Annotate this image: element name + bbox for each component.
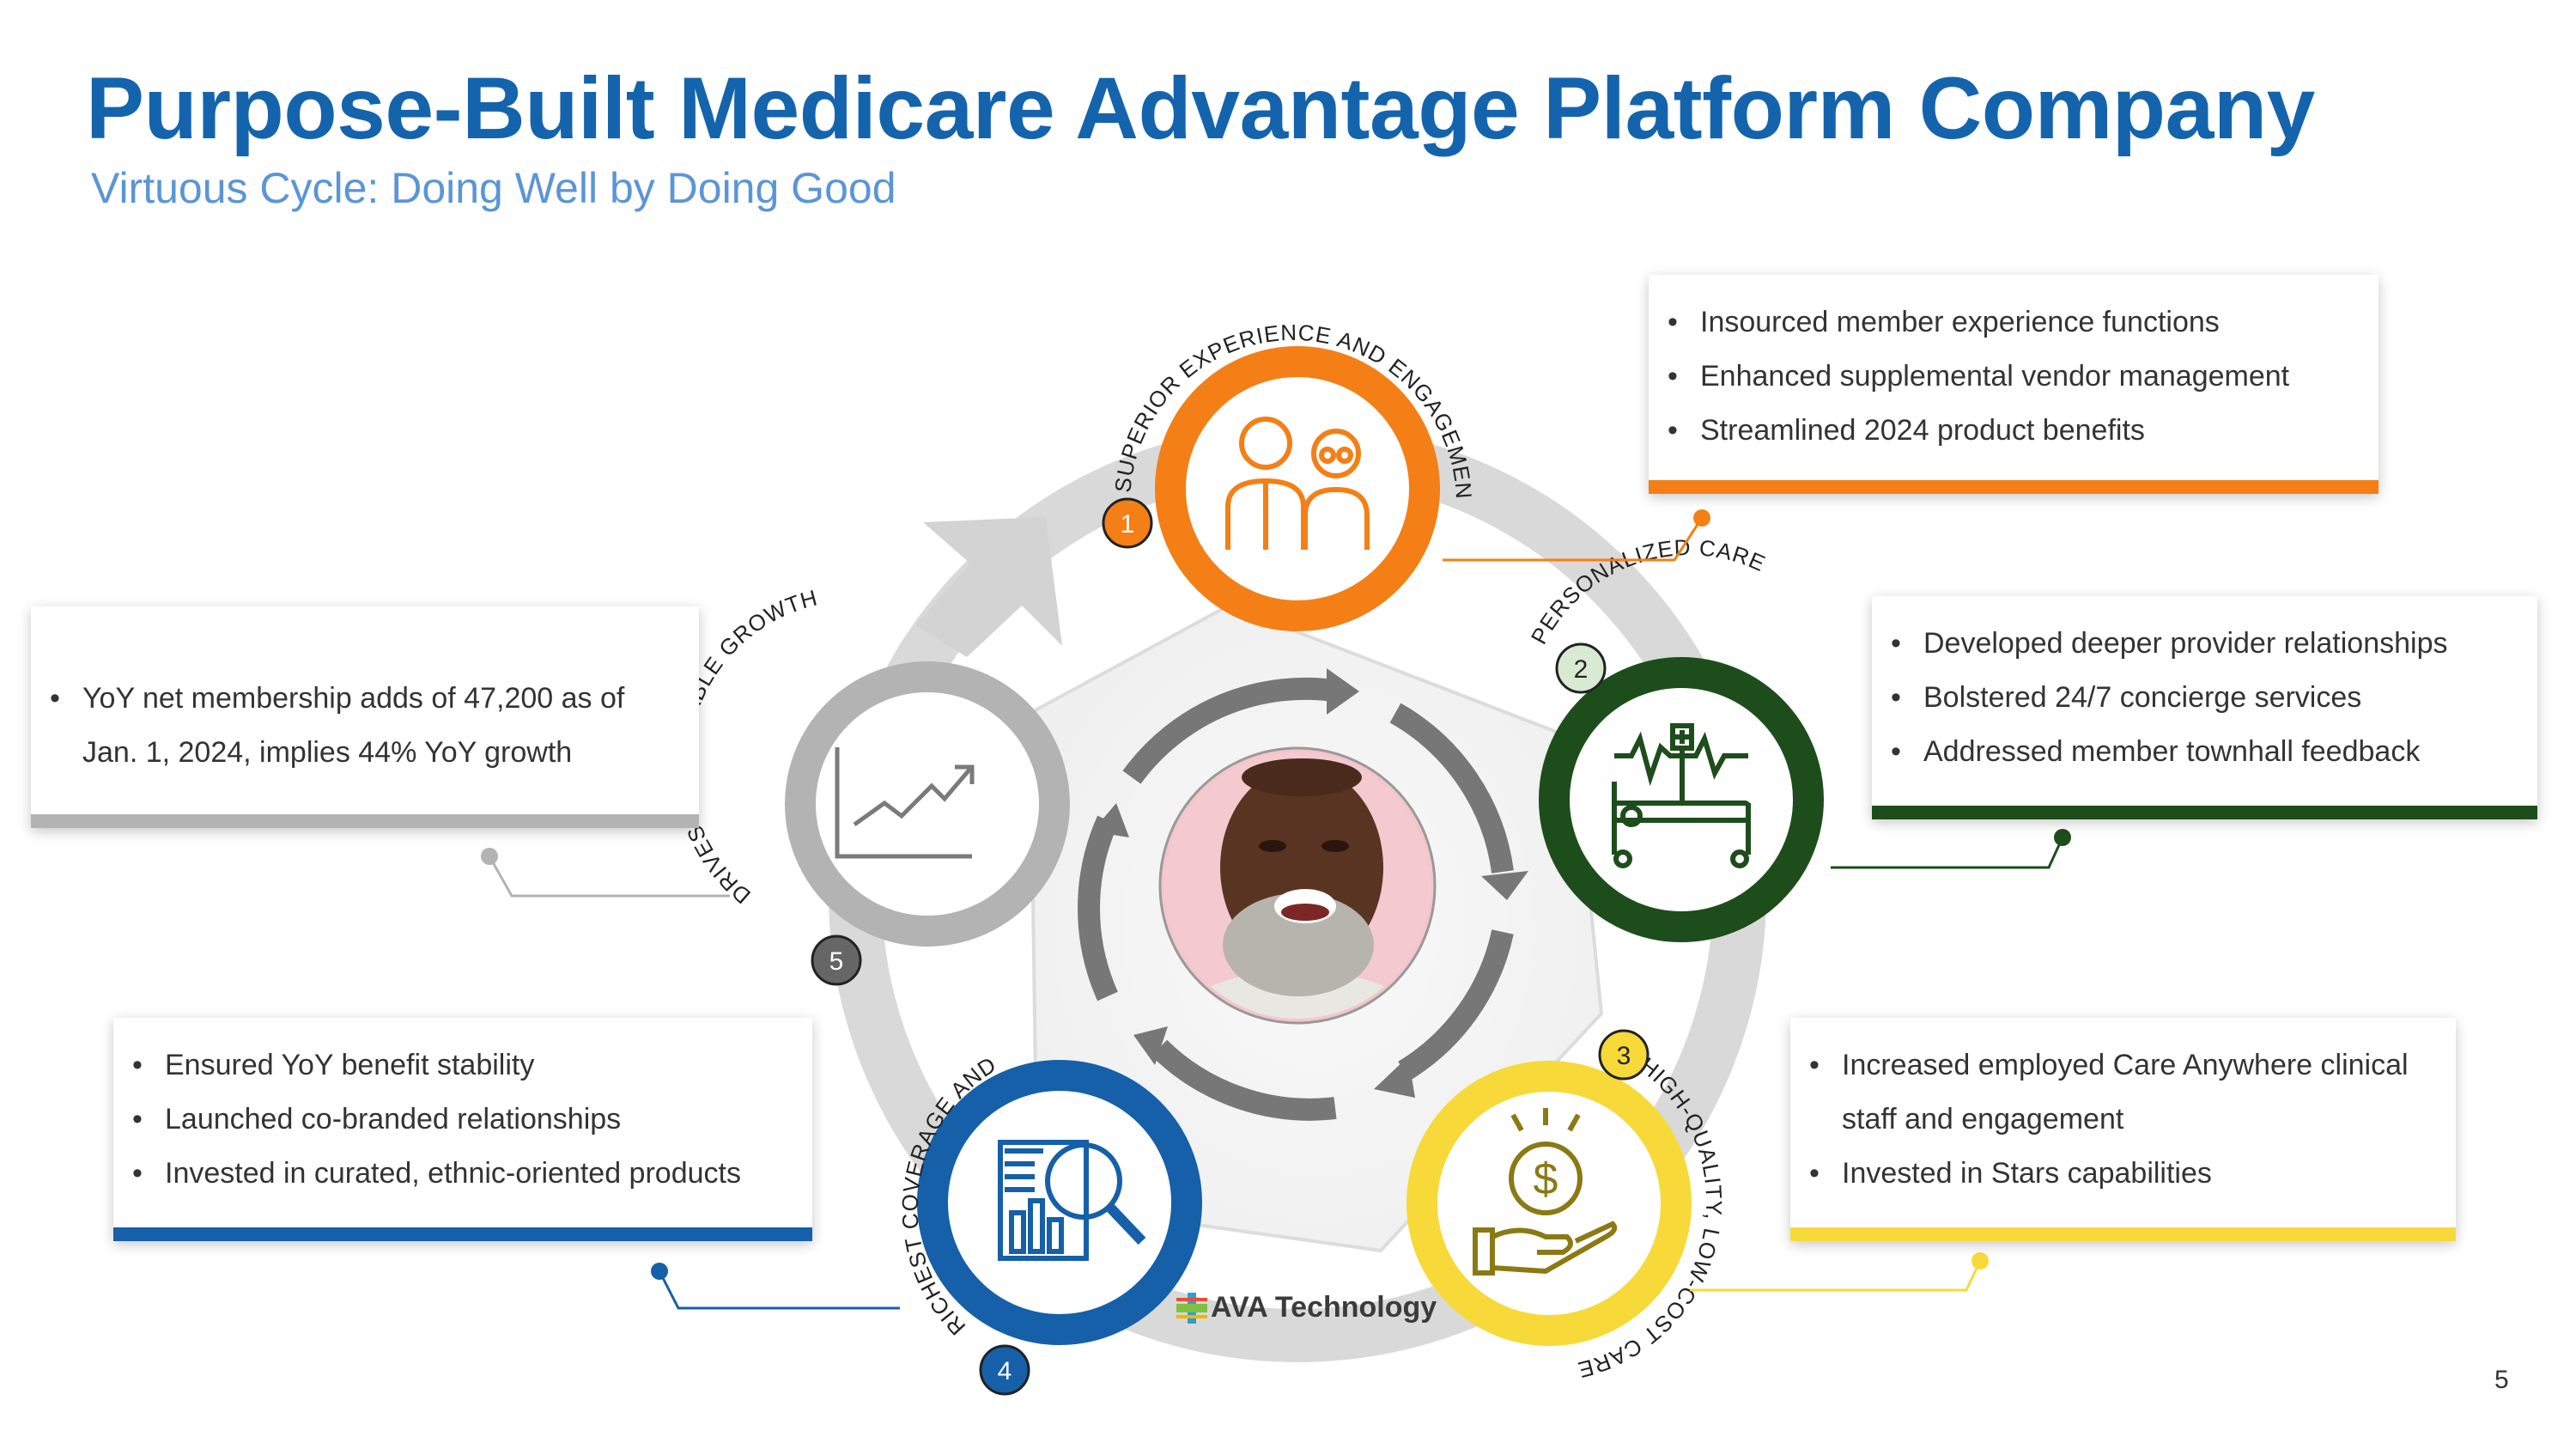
callout-care-item: Developed deeper provider relationships <box>1872 617 2537 671</box>
hospital-bed-icon <box>1612 723 1751 868</box>
callout-quality-item: Invested in Stars capabilities <box>1790 1147 2456 1201</box>
document-search-icon <box>998 1140 1146 1261</box>
step-3-circle <box>1406 1061 1692 1346</box>
svg-text:$: $ <box>1534 1154 1558 1204</box>
callout-experience-bar <box>1649 480 2379 494</box>
callout-experience: Insourced member experience functions En… <box>1649 275 2379 494</box>
callout-experience-item: Insourced member experience functions <box>1649 295 2379 350</box>
callout-coverage-item: Launched co-branded relationships <box>113 1093 812 1147</box>
callout-care-item: Addressed member townhall feedback <box>1872 725 2537 779</box>
callout-coverage-bar <box>113 1227 812 1241</box>
page-number: 5 <box>2494 1366 2509 1394</box>
connector-step-4 <box>658 1270 900 1310</box>
connector-step-1 <box>1443 517 1704 562</box>
inner-cycle-arrowheads <box>1092 668 1528 1098</box>
elderly-couple-icon <box>1225 417 1370 550</box>
callout-care: Developed deeper provider relationships … <box>1872 596 2537 819</box>
callout-care-bar <box>1872 806 2537 819</box>
callout-growth-bar <box>31 814 699 828</box>
callout-quality-item: Increased employed Care Anywhere clinica… <box>1790 1038 2456 1093</box>
step-4-badge <box>979 1344 1030 1396</box>
step-5-circle <box>785 661 1070 947</box>
step-3-badge <box>1598 1029 1649 1081</box>
brand-logo: AVA Technology <box>1176 1291 1437 1324</box>
step-5-number: 5 <box>829 947 844 976</box>
callout-growth: YoY net membership adds of 47,200 as of … <box>31 606 699 828</box>
step-4-circle <box>917 1060 1202 1345</box>
step-1-badge <box>1102 497 1153 549</box>
step-2-number: 2 <box>1574 655 1589 684</box>
cycle-arrow-head <box>915 517 1062 657</box>
callout-coverage-item: Invested in curated, ethnic-oriented pro… <box>113 1147 812 1201</box>
page-subtitle: Virtuous Cycle: Doing Well by Doing Good <box>91 164 896 212</box>
callout-quality: Increased employed Care Anywhere clinica… <box>1790 1018 2456 1241</box>
connector-step-2 <box>1831 837 2064 869</box>
page-title: Purpose-Built Medicare Advantage Platfor… <box>86 59 2315 157</box>
callout-experience-item: Enhanced supplemental vendor management <box>1649 350 2379 404</box>
step-2-badge <box>1555 642 1607 694</box>
brand-mark-icon <box>1176 1292 1207 1324</box>
brand-name: AVA Technology <box>1211 1291 1437 1324</box>
step-5-badge <box>811 935 862 986</box>
step-1-number: 1 <box>1121 510 1135 539</box>
callout-coverage-item: Ensured YoY benefit stability <box>113 1038 812 1093</box>
growth-chart-icon <box>835 747 975 859</box>
callout-growth-item: YoY net membership adds of 47,200 as of <box>31 672 699 726</box>
connector-step-5 <box>488 855 730 898</box>
step-3-number: 3 <box>1617 1042 1631 1070</box>
step-4-number: 4 <box>998 1357 1012 1385</box>
callout-coverage: Ensured YoY benefit stability Launched c… <box>113 1018 812 1241</box>
callout-care-item: Bolstered 24/7 concierge services <box>1872 671 2537 725</box>
inner-cycle-arrows <box>1078 677 1514 1121</box>
money-hand-icon: $ <box>1473 1108 1618 1275</box>
connector-step-3 <box>1690 1260 1982 1292</box>
callout-growth-item: Jan. 1, 2024, implies 44% YoY growth <box>82 736 573 769</box>
callout-quality-bar <box>1790 1227 2456 1241</box>
callout-quality-item: staff and engagement <box>1842 1103 2124 1135</box>
smiling-senior-man-photo <box>1164 752 1431 1019</box>
callout-experience-item: Streamlined 2024 product benefits <box>1649 404 2379 458</box>
